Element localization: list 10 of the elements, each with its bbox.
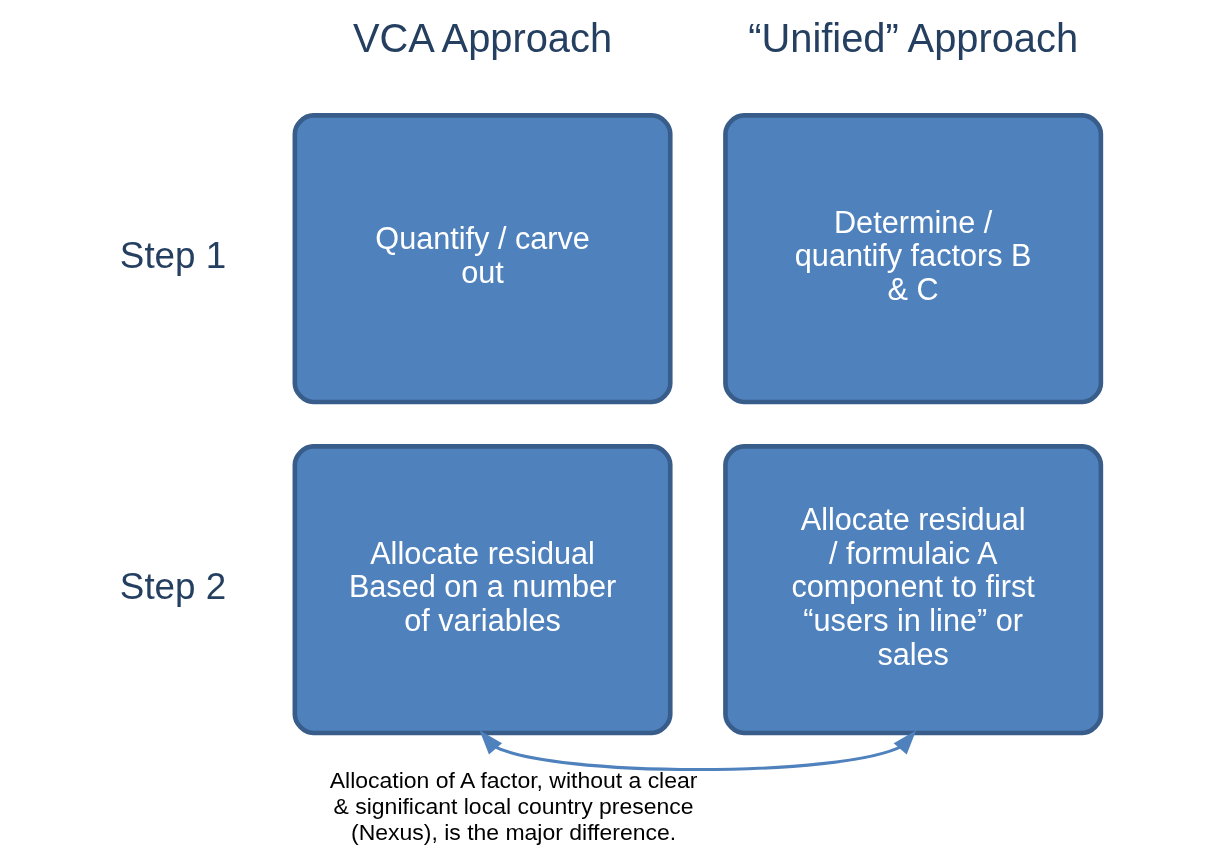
edge-label: Allocation of A factor, without a clear & significant local country presence (Nexus), is the major difference. xyxy=(329,766,698,846)
node-box: Determine / quantify factors B & C xyxy=(723,113,1104,405)
arrow xyxy=(479,730,917,772)
label: “Unified” Approach xyxy=(748,16,1079,61)
node-box: Allocate residual Based on a number of variables xyxy=(292,444,673,736)
node-box: Allocate residual / formulaic A component to first “users in line” or sales xyxy=(723,444,1104,736)
label: VCA Approach xyxy=(353,16,613,61)
label: Step 2 xyxy=(119,566,227,608)
label: Step 1 xyxy=(119,235,227,277)
node-box: Quantify / carve out xyxy=(292,113,673,405)
